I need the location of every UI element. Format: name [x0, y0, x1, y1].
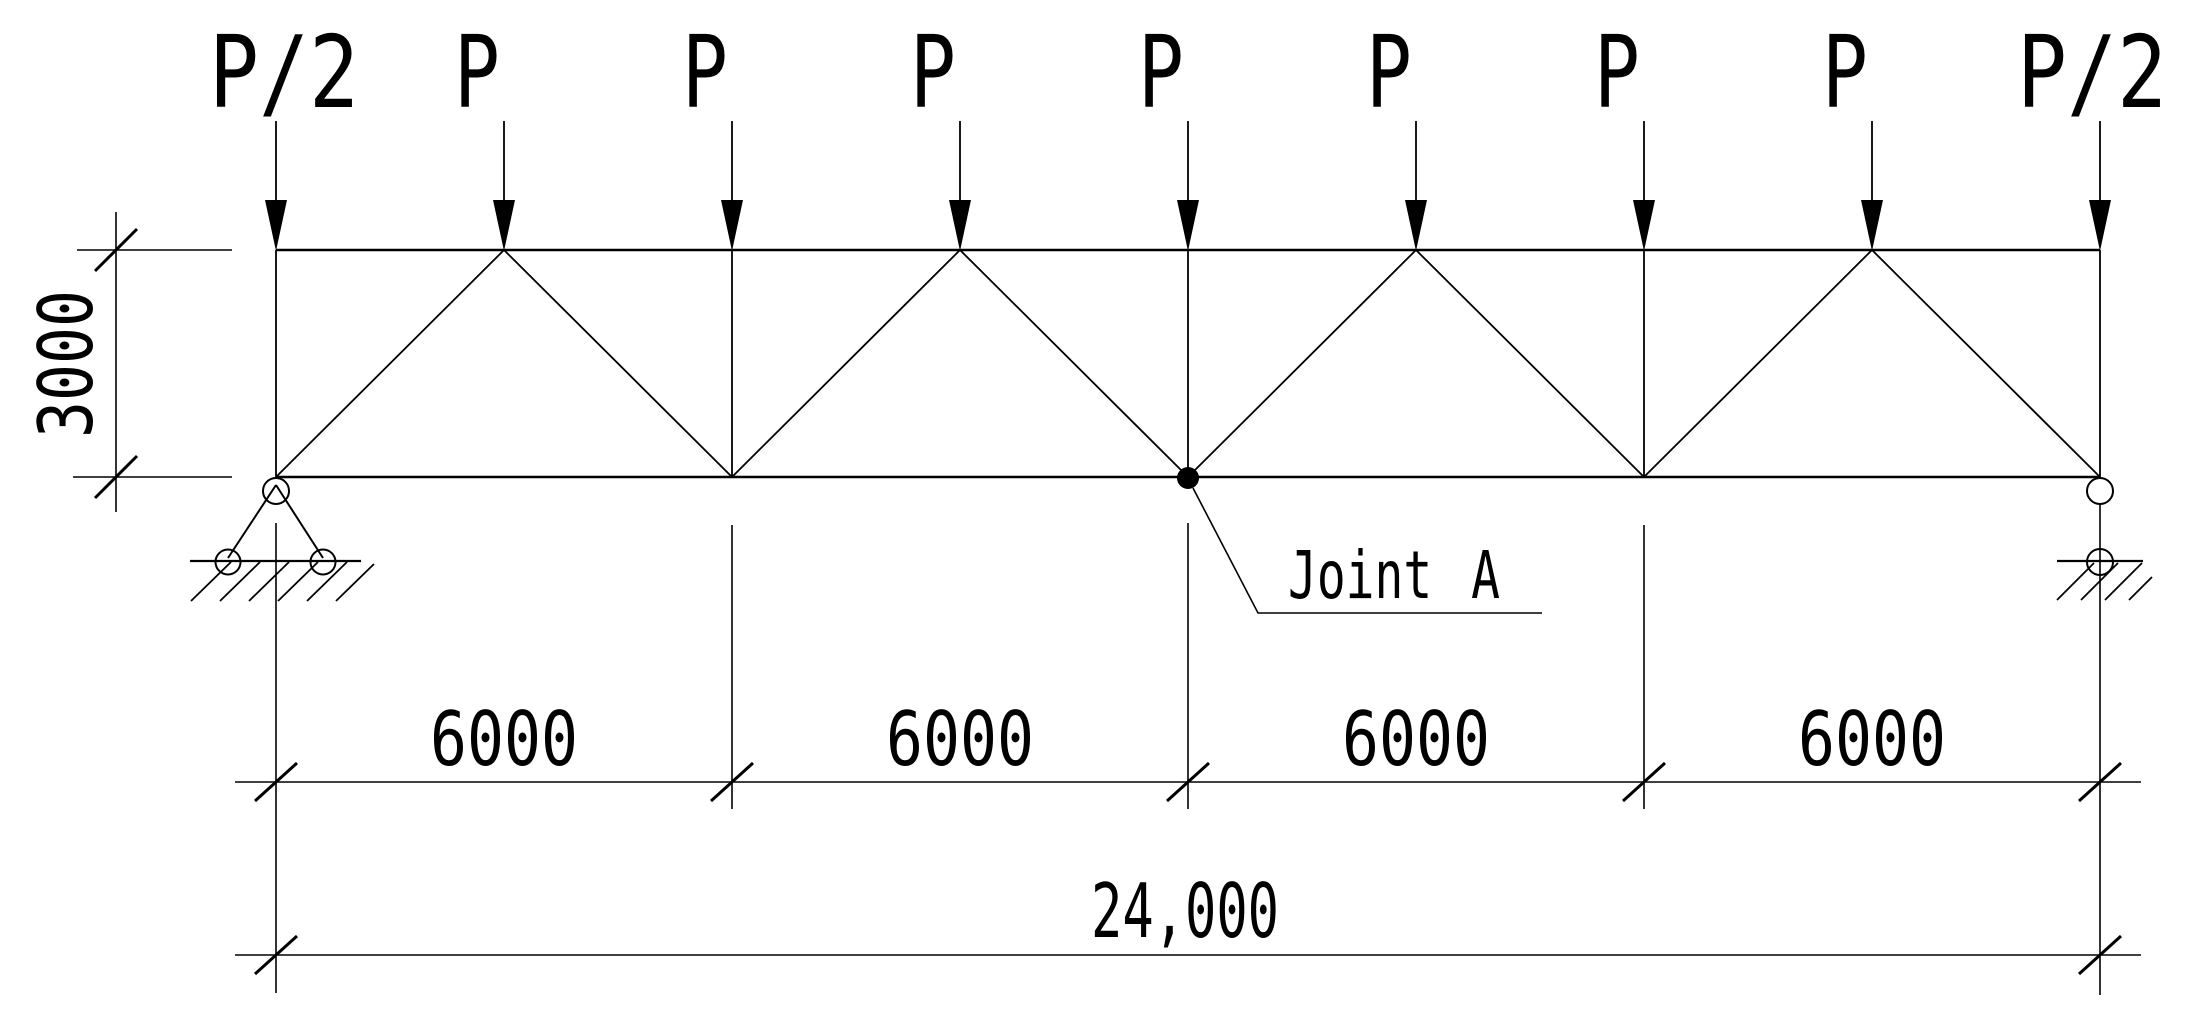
overall-dimension-label: 24,000 [1091, 867, 1279, 955]
load-label: P [910, 14, 956, 131]
load-label: P/2 [2017, 14, 2167, 131]
ground-hatch [190, 561, 375, 602]
load-arrow: P [1594, 14, 1655, 251]
pin-leg [227, 484, 277, 559]
load-arrow: P [910, 14, 971, 251]
panel-dimension-label: 6000 [430, 695, 578, 783]
panel-dimension-label: 6000 [1798, 695, 1946, 783]
load-arrowhead-icon [2089, 200, 2111, 251]
dimension-tick [1621, 761, 1667, 803]
load-arrowhead-icon [1633, 200, 1655, 251]
dimension-overall: 24,000 [235, 867, 2141, 976]
dimension-tick [709, 761, 755, 803]
load-label: P [682, 14, 728, 131]
load-label: P [1138, 14, 1184, 131]
roller-joint-circle [2086, 477, 2114, 505]
load-arrowhead-icon [949, 200, 971, 251]
load-label: P/2 [209, 14, 359, 131]
dimension-panels: 6000 6000 6000 6000 [235, 504, 2141, 995]
height-dimension-label: 3000 [22, 290, 110, 438]
load-label: P [1822, 14, 1868, 131]
load-label: P [1594, 14, 1640, 131]
panel-dimension-label: 6000 [1342, 695, 1490, 783]
dimension-tick [1165, 761, 1211, 803]
load-arrows: P/2 P P P P P P [209, 14, 2167, 251]
dimension-tick [253, 761, 299, 803]
dimension-tick [2077, 934, 2123, 976]
load-arrow: P [1822, 14, 1883, 251]
load-arrowhead-icon [1177, 200, 1199, 251]
load-arrowhead-icon [1861, 200, 1883, 251]
joint-a-callout: Joint A [1177, 467, 1542, 614]
load-arrowhead-icon [493, 200, 515, 251]
truss-members [275, 248, 2101, 479]
joint-a-node-dot [1177, 467, 1199, 489]
load-arrow: P [454, 14, 515, 251]
load-arrow: P [1138, 14, 1199, 251]
load-label: P [1366, 14, 1412, 131]
dimension-tick [93, 227, 139, 273]
dimension-tick [2077, 761, 2123, 803]
panel-dimension-label: 6000 [886, 695, 1034, 783]
load-arrow: P/2 [209, 14, 359, 251]
load-arrow: P/2 [2017, 14, 2167, 251]
dimension-tick [93, 454, 139, 500]
load-arrow: P [1366, 14, 1427, 251]
joint-a-label: Joint A [1288, 537, 1500, 614]
pin-joint-circle [262, 477, 290, 505]
load-arrowhead-icon [265, 200, 287, 251]
load-arrowhead-icon [721, 200, 743, 251]
dimension-height: 3000 [22, 212, 232, 512]
roller-support-icon [2056, 477, 2153, 601]
load-label: P [454, 14, 500, 131]
pin-leg [275, 484, 324, 559]
ground-hatch [2056, 562, 2153, 601]
joint-a-leader-line [1192, 487, 1542, 614]
load-arrow: P [682, 14, 743, 251]
dimension-tick [253, 934, 299, 976]
load-arrowhead-icon [1405, 200, 1427, 251]
pin-support-icon [190, 477, 375, 602]
